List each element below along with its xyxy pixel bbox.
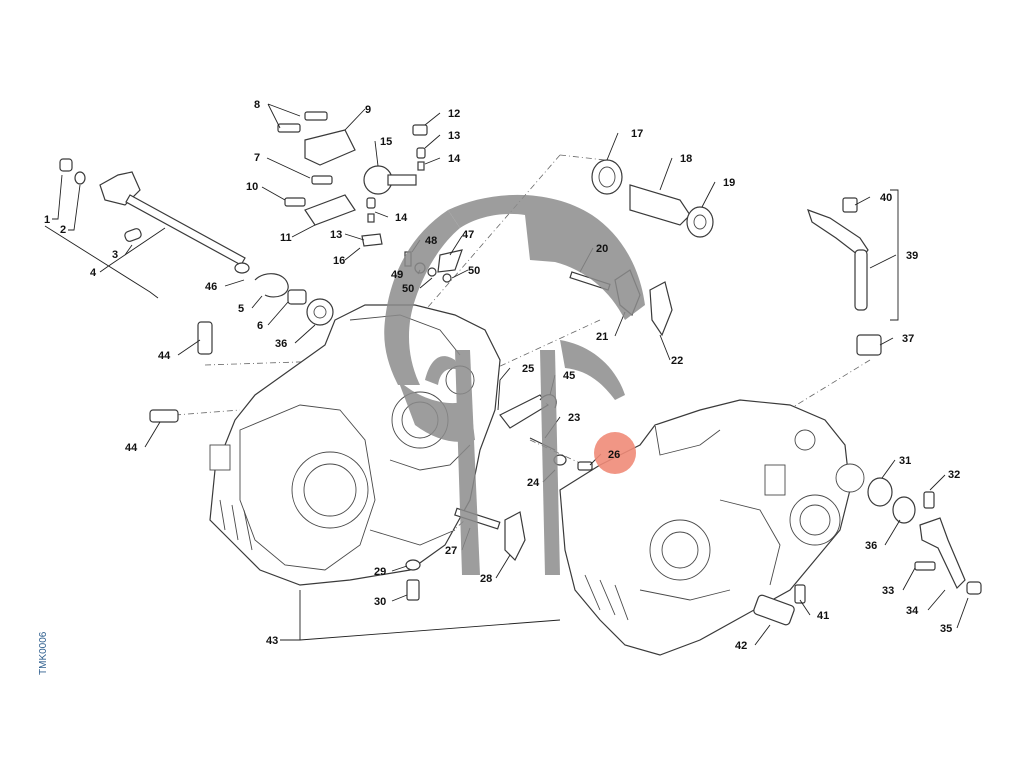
callout-19[interactable]: 19 bbox=[723, 177, 735, 189]
callout-43[interactable]: 43 bbox=[266, 635, 278, 647]
callout-37[interactable]: 37 bbox=[902, 333, 914, 345]
callout-2[interactable]: 2 bbox=[60, 224, 66, 236]
callout-22[interactable]: 22 bbox=[671, 355, 683, 367]
callout-13-lower[interactable]: 13 bbox=[330, 229, 342, 241]
callout-47[interactable]: 47 bbox=[462, 229, 474, 241]
callout-labels: 1 2 3 4 5 6 7 8 9 10 11 12 13 13 14 14 1… bbox=[44, 99, 960, 652]
callout-12[interactable]: 12 bbox=[448, 108, 460, 120]
callout-11[interactable]: 11 bbox=[280, 232, 292, 244]
callout-14-upper[interactable]: 14 bbox=[448, 153, 461, 165]
callout-8[interactable]: 8 bbox=[254, 99, 260, 111]
callout-25[interactable]: 25 bbox=[522, 363, 534, 375]
callout-5[interactable]: 5 bbox=[238, 303, 244, 315]
callout-50-left[interactable]: 50 bbox=[402, 283, 414, 295]
callout-36-left[interactable]: 36 bbox=[275, 338, 287, 350]
callout-46[interactable]: 46 bbox=[205, 281, 217, 293]
callout-28[interactable]: 28 bbox=[480, 573, 492, 585]
highlight-marker[interactable] bbox=[594, 432, 636, 474]
callout-32[interactable]: 32 bbox=[948, 469, 960, 481]
callout-4[interactable]: 4 bbox=[90, 267, 97, 279]
callout-18[interactable]: 18 bbox=[680, 153, 692, 165]
leader-lines bbox=[44, 103, 969, 646]
callout-1[interactable]: 1 bbox=[44, 214, 50, 226]
callout-26[interactable]: 26 bbox=[608, 449, 620, 461]
callout-50-right[interactable]: 50 bbox=[468, 265, 480, 277]
callout-20[interactable]: 20 bbox=[596, 243, 608, 255]
callout-35[interactable]: 35 bbox=[940, 623, 952, 635]
callout-17[interactable]: 17 bbox=[631, 128, 643, 140]
callout-40[interactable]: 40 bbox=[880, 192, 892, 204]
callout-15[interactable]: 15 bbox=[380, 136, 392, 148]
callout-42[interactable]: 42 bbox=[735, 640, 747, 652]
callout-24[interactable]: 24 bbox=[527, 477, 540, 489]
callout-41[interactable]: 41 bbox=[817, 610, 829, 622]
callout-30[interactable]: 30 bbox=[374, 596, 386, 608]
callout-10[interactable]: 10 bbox=[246, 181, 258, 193]
callout-6[interactable]: 6 bbox=[257, 320, 263, 332]
left-crankcase-half bbox=[209, 304, 501, 586]
callout-36-right[interactable]: 36 bbox=[865, 540, 877, 552]
callout-44-upper[interactable]: 44 bbox=[158, 350, 171, 362]
callout-31[interactable]: 31 bbox=[899, 455, 911, 467]
callout-16[interactable]: 16 bbox=[333, 255, 345, 267]
callout-23[interactable]: 23 bbox=[568, 412, 580, 424]
callout-29[interactable]: 29 bbox=[374, 566, 386, 578]
callout-39[interactable]: 39 bbox=[906, 250, 918, 262]
drawing-code: TMK0006 bbox=[38, 631, 49, 675]
callout-9[interactable]: 9 bbox=[365, 104, 371, 116]
callout-7[interactable]: 7 bbox=[254, 152, 260, 164]
callout-49[interactable]: 49 bbox=[391, 269, 403, 281]
small-parts bbox=[59, 111, 982, 626]
callout-14-lower[interactable]: 14 bbox=[395, 212, 408, 224]
callout-45[interactable]: 45 bbox=[563, 370, 575, 382]
watermark-logo bbox=[384, 194, 645, 575]
callout-44-lower[interactable]: 44 bbox=[125, 442, 138, 454]
callout-21[interactable]: 21 bbox=[596, 331, 608, 343]
callout-48[interactable]: 48 bbox=[425, 235, 437, 247]
callout-13-upper[interactable]: 13 bbox=[448, 130, 460, 142]
callout-34[interactable]: 34 bbox=[906, 605, 919, 617]
callout-27[interactable]: 27 bbox=[445, 545, 457, 557]
callout-3[interactable]: 3 bbox=[112, 249, 118, 261]
callout-33[interactable]: 33 bbox=[882, 585, 894, 597]
